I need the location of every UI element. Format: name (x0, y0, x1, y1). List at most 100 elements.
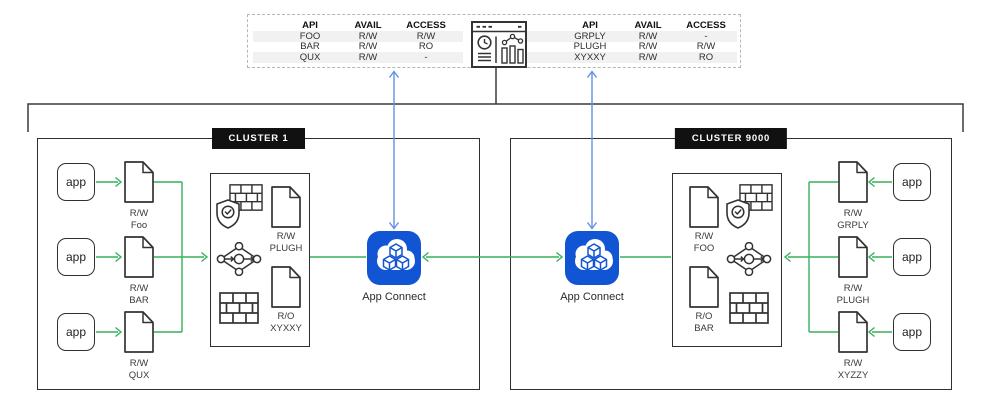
file-label: R/O BAR (673, 311, 735, 335)
file-label: R/W PLUGH (251, 231, 321, 255)
document-icon (689, 266, 719, 308)
table-row: GRPLY R/W - (527, 31, 737, 42)
file-label: R/W GRPLY (818, 208, 888, 232)
col-header-api: API (582, 20, 598, 31)
table-row: QUX R/W - (253, 52, 463, 63)
file-label: R/W XYZZY (818, 358, 888, 382)
file-access: R/W (129, 208, 149, 219)
file-name: BAR (129, 295, 149, 306)
file-name: FOO (693, 243, 715, 254)
shield-check-icon (725, 184, 773, 230)
app-connect-icon (367, 231, 421, 285)
cell-access: R/W (696, 41, 716, 53)
file-name: PLUGH (269, 243, 303, 254)
cell-api: PLUGH (573, 41, 607, 53)
file-access: R/W (694, 231, 714, 242)
cell-avail: R/W (638, 41, 658, 53)
file-name: XYZZY (837, 370, 869, 381)
shield-check-icon (215, 184, 263, 230)
document-icon (271, 186, 301, 228)
brick-wall-icon (729, 292, 769, 324)
file-label: R/W FOO (673, 231, 735, 255)
app-box-label: app (901, 325, 923, 339)
cell-avail: R/W (358, 30, 378, 42)
cell-api: GRPLY (574, 30, 606, 42)
cluster-1-box: CLUSTER 1 (37, 128, 480, 390)
app-box-label: app (901, 250, 923, 264)
file-label: R/W Foo (104, 208, 174, 232)
file-label: R/W PLUGH (818, 283, 888, 307)
table-row: PLUGH R/W R/W (527, 41, 737, 53)
cell-api: XYXXY (574, 51, 606, 63)
document-icon (838, 161, 868, 203)
app-box: app (57, 238, 95, 276)
app-connect-label: App Connect (362, 291, 426, 303)
api-table-right: API AVAIL ACCESS GRPLY R/W - PLUGH R/W R… (527, 20, 737, 63)
gateway-box: R/W PLUGH R/O XYXXY (210, 173, 310, 347)
file-access: R/W (276, 231, 296, 242)
cell-api: QUX (299, 51, 321, 63)
app-box: app (57, 313, 95, 351)
file-access: R/W (129, 283, 149, 294)
app-box: app (57, 163, 95, 201)
cluster-9000-box: CLUSTER 9000 (510, 128, 952, 390)
table-row: XYXXY R/W RO (527, 52, 737, 63)
app-box: app (893, 163, 931, 201)
cell-avail: R/W (358, 41, 378, 53)
document-icon (271, 266, 301, 308)
file-label: R/O XYXXY (251, 311, 321, 335)
file-name: BAR (694, 323, 714, 334)
document-icon (124, 161, 154, 203)
gateway-box: R/W FOO R/O BAR (672, 173, 782, 347)
file-access: R/W (843, 358, 863, 369)
file-access: R/W (843, 208, 863, 219)
document-icon (838, 311, 868, 353)
table-header-row: API AVAIL ACCESS (253, 20, 463, 31)
monitoring-dashboard-icon (471, 21, 527, 68)
table-header-row: API AVAIL ACCESS (527, 20, 737, 31)
cluster-9000-label: CLUSTER 9000 (674, 128, 788, 149)
file-name: XYXXY (270, 323, 302, 334)
file-name: PLUGH (836, 295, 870, 306)
cell-access: RO (698, 51, 714, 63)
col-header-avail: AVAIL (354, 20, 382, 31)
cell-access: - (704, 30, 708, 42)
cell-access: R/W (416, 30, 436, 42)
file-label: R/W QUX (104, 358, 174, 382)
network-mesh-icon (726, 242, 772, 276)
api-table-left: API AVAIL ACCESS FOO R/W R/W BAR R/W RO … (253, 20, 463, 63)
cell-avail: R/W (358, 51, 378, 63)
col-header-avail: AVAIL (634, 20, 662, 31)
document-icon (838, 236, 868, 278)
file-name: QUX (128, 370, 150, 381)
outer-bracket (27, 103, 964, 132)
file-access: R/O (695, 311, 713, 322)
app-connect-icon (565, 231, 619, 285)
cell-avail: R/W (638, 51, 658, 63)
table-row: BAR R/W RO (253, 41, 463, 53)
app-box-label: app (901, 175, 923, 189)
file-name: GRPLY (837, 220, 869, 231)
document-icon (689, 186, 719, 228)
file-access: R/W (129, 358, 149, 369)
col-header-api: API (302, 20, 318, 31)
cell-access: - (424, 51, 428, 63)
col-header-access: ACCESS (686, 20, 726, 31)
file-label: R/W BAR (104, 283, 174, 307)
cell-api: FOO (299, 30, 321, 42)
document-icon (124, 236, 154, 278)
app-box-label: app (65, 175, 87, 189)
col-header-access: ACCESS (406, 20, 446, 31)
file-name: Foo (130, 220, 148, 231)
cell-api: BAR (300, 41, 320, 53)
app-box: app (893, 313, 931, 351)
app-connect-label: App Connect (560, 291, 624, 303)
file-access: R/O (277, 311, 295, 322)
file-access: R/W (843, 283, 863, 294)
app-box-label: app (65, 325, 87, 339)
cell-avail: R/W (638, 30, 658, 42)
app-box: app (893, 238, 931, 276)
document-icon (124, 311, 154, 353)
cluster-1-label: CLUSTER 1 (211, 128, 306, 149)
app-box-label: app (65, 250, 87, 264)
